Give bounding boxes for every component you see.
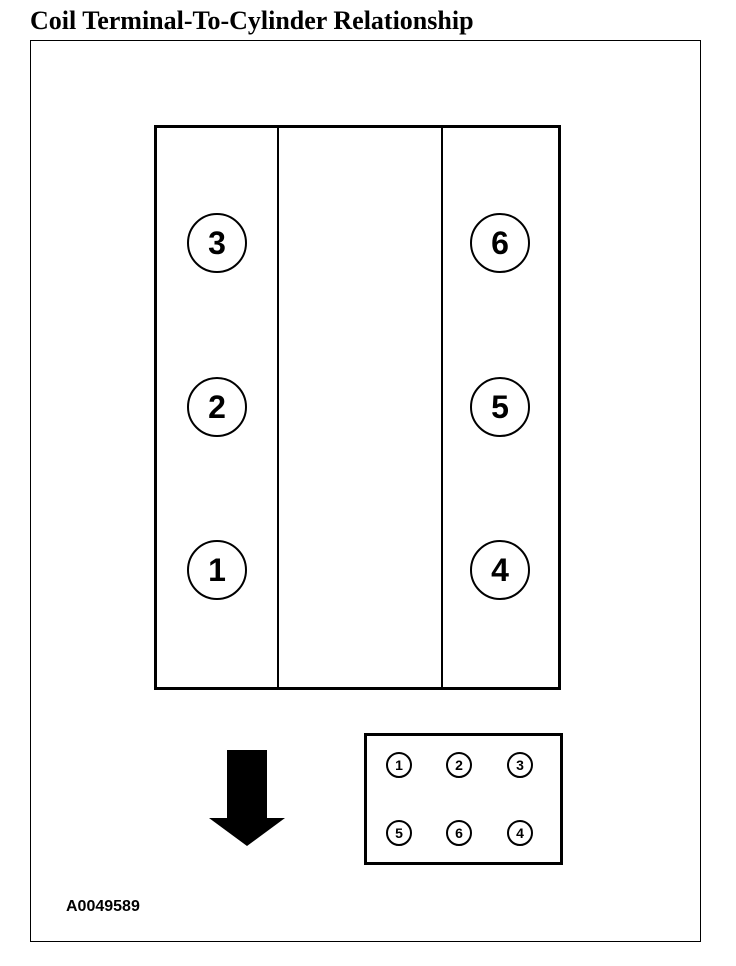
coil-pack: [364, 733, 563, 865]
cylinder-circle: 2: [187, 377, 247, 437]
coil-terminal: 6: [446, 820, 472, 846]
coil-terminal: 1: [386, 752, 412, 778]
figure-frame: [30, 40, 701, 942]
coil-terminal: 4: [507, 820, 533, 846]
figure-code: A0049589: [66, 898, 140, 915]
engine-block: [154, 125, 561, 690]
right-bank-divider: [441, 128, 443, 687]
cylinder-circle: 6: [470, 213, 530, 273]
cylinder-circle: 1: [187, 540, 247, 600]
page-title: Coil Terminal-To-Cylinder Relationship: [30, 6, 474, 35]
cylinder-circle: 5: [470, 377, 530, 437]
coil-terminal: 5: [386, 820, 412, 846]
cylinder-circle: 4: [470, 540, 530, 600]
coil-terminal: 2: [446, 752, 472, 778]
down-arrow-icon: [209, 750, 285, 846]
cylinder-circle: 3: [187, 213, 247, 273]
coil-terminal: 3: [507, 752, 533, 778]
left-bank-divider: [277, 128, 279, 687]
